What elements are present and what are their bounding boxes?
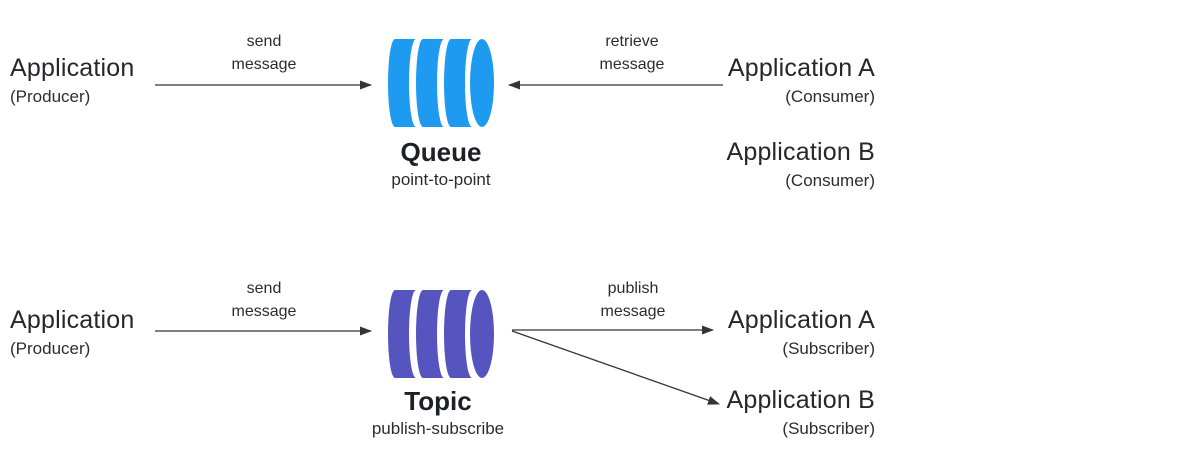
consumer-b-subtitle: (Consumer) [785, 171, 875, 190]
cylinder-band [388, 39, 416, 127]
publish-message-label: publish message [553, 277, 713, 323]
subscriber-b-label: Application B (Subscriber) [635, 385, 875, 439]
retrieve-label-line1: retrieve [605, 33, 659, 50]
consumer-a-subtitle: (Consumer) [785, 87, 875, 106]
publish-arrow-b [511, 330, 720, 405]
send-label-line2: message [231, 56, 297, 73]
cylinder-band [444, 290, 472, 378]
cylinder-band [444, 39, 472, 127]
consumer-b-title: Application B [726, 138, 875, 166]
send-label-line1: send [246, 33, 282, 50]
subscriber-a-label: Application A (Subscriber) [635, 305, 875, 359]
producer-label-bottom: Application (Producer) [10, 305, 135, 359]
producer-subtitle: (Producer) [10, 87, 91, 106]
retrieve-label-line2: message [599, 56, 665, 73]
topic-cylinder-icon [388, 290, 494, 378]
consumer-a-title: Application A [727, 54, 875, 82]
topic-node-label: Topic publish-subscribe [358, 386, 518, 439]
cylinder-face [470, 290, 494, 378]
cylinder-face [470, 39, 494, 127]
send-label-line2: message [231, 303, 297, 320]
publish-label-line2: message [600, 303, 666, 320]
queue-subtitle: point-to-point [391, 170, 491, 189]
cylinder-band [416, 39, 444, 127]
retrieve-message-label: retrieve message [552, 30, 712, 76]
subscriber-b-subtitle: (Subscriber) [782, 419, 875, 438]
producer-label-top: Application (Producer) [10, 53, 135, 107]
topic-title: Topic [404, 386, 472, 416]
subscriber-b-title: Application B [726, 386, 875, 414]
send-label-line1: send [246, 280, 282, 297]
send-message-label-top: send message [184, 30, 344, 76]
send-message-label-bottom: send message [184, 277, 344, 323]
subscriber-a-subtitle: (Subscriber) [782, 339, 875, 358]
cylinder-band [388, 290, 416, 378]
consumer-a-label: Application A (Consumer) [635, 53, 875, 107]
queue-node-label: Queue point-to-point [361, 137, 521, 190]
producer-subtitle: (Producer) [10, 339, 91, 358]
producer-title: Application [10, 306, 135, 334]
topic-subtitle: publish-subscribe [371, 419, 505, 438]
cylinder-band [416, 290, 444, 378]
consumer-b-label: Application B (Consumer) [635, 137, 875, 191]
producer-title: Application [10, 54, 135, 82]
queue-cylinder-icon [388, 39, 494, 127]
subscriber-a-title: Application A [727, 306, 875, 334]
queue-title: Queue [400, 137, 482, 167]
publish-label-line1: publish [607, 280, 659, 297]
